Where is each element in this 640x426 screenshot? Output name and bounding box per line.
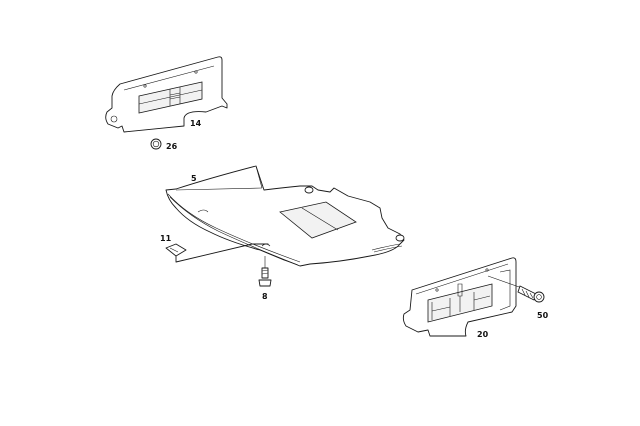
part-50-screw[interactable]: [487, 275, 545, 303]
part-20-side-panel[interactable]: [402, 257, 517, 337]
label-part-8: 8: [262, 292, 268, 301]
part-26-grommet[interactable]: [150, 138, 162, 150]
label-part-50: 50: [537, 311, 549, 320]
label-part-14: 14: [190, 119, 202, 128]
label-part-26: 26: [166, 142, 178, 151]
label-part-5: 5: [191, 174, 197, 183]
part-14-side-panel[interactable]: [105, 56, 228, 133]
part-5-underbody-shield[interactable]: [165, 165, 405, 267]
label-part-20: 20: [477, 330, 489, 339]
part-8-screw[interactable]: [258, 256, 272, 287]
part-11-clip-nut[interactable]: [165, 243, 269, 263]
label-part-11: 11: [160, 234, 172, 243]
